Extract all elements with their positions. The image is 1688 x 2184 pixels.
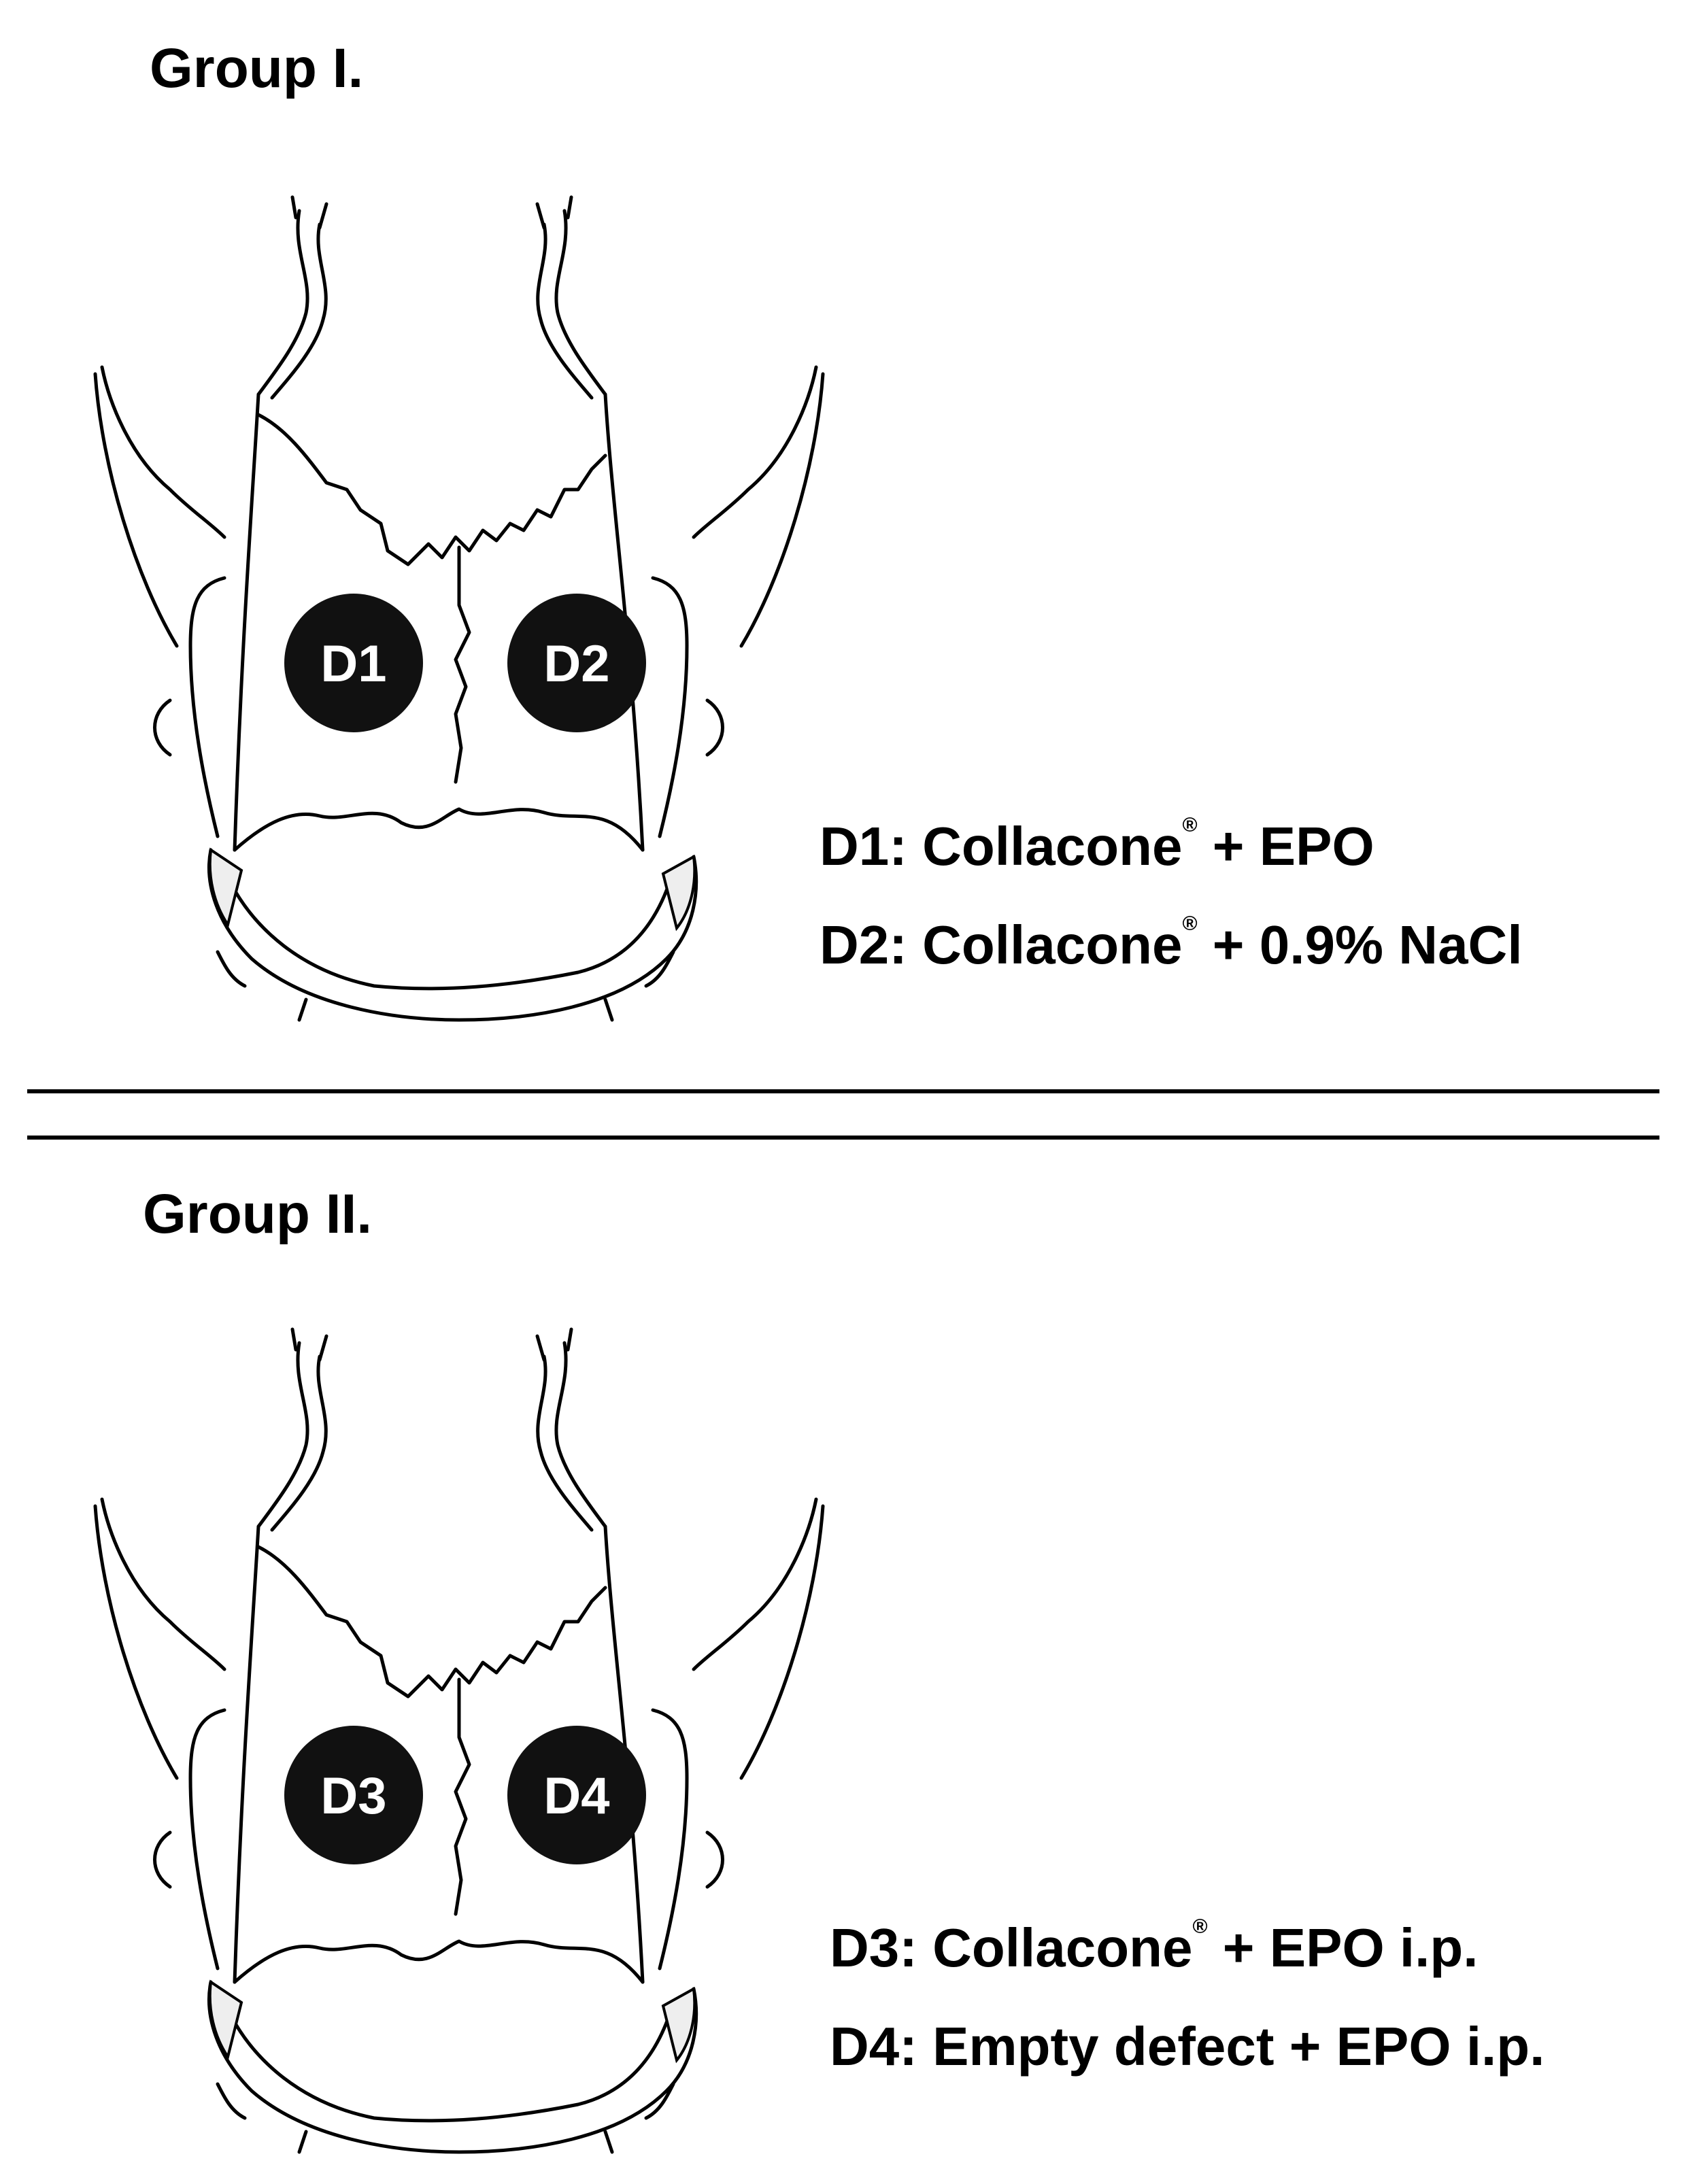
defect-markers: D3 D4	[284, 1726, 646, 1864]
legend-d1-label: D1: Collacone	[820, 816, 1183, 876]
group-1-title: Group I.	[150, 37, 364, 99]
registered-mark: ®	[1182, 814, 1198, 836]
defect-d3-label: D3	[320, 1767, 386, 1825]
legend-d1-treatment: + EPO	[1197, 816, 1374, 876]
legend-d2-label: D2: Collacone	[820, 915, 1183, 975]
defect-d1-label: D1	[320, 635, 386, 693]
legend-d2-treatment: + 0.9% NaCl	[1197, 915, 1523, 975]
defect-d3-circle	[284, 1726, 423, 1864]
legend-d2: D2: Collacone® + 0.9% NaCl	[820, 914, 1523, 975]
legend-d1: D1: Collacone® + EPO	[820, 815, 1374, 876]
defect-d4-label: D4	[543, 1767, 609, 1825]
legend-d4: D4: Empty defect + EPO i.p.	[830, 2019, 1544, 2074]
defect-markers: D1 D2	[284, 594, 646, 732]
skull-outline	[93, 1327, 825, 2154]
skull-diagram-group-2: D3 D4	[93, 1327, 825, 2154]
defect-d2-label: D2	[543, 635, 609, 693]
bone-shading	[208, 1979, 696, 2064]
defect-d1-circle	[284, 594, 423, 732]
legend-d4-treatment: + EPO i.p.	[1274, 2016, 1545, 2077]
bone-shading	[208, 847, 696, 932]
legend-d3-label: D3: Collacone	[830, 1917, 1193, 1978]
skull-diagram-group-1: D1 D2	[93, 195, 825, 1022]
divider-line-top	[27, 1089, 1659, 1093]
registered-mark: ®	[1192, 1915, 1208, 1938]
defect-d4-circle	[507, 1726, 646, 1864]
defect-d2-circle	[507, 594, 646, 732]
legend-d3: D3: Collacone® + EPO i.p.	[830, 1917, 1478, 1975]
registered-mark: ®	[1182, 912, 1198, 935]
divider-line-bottom	[27, 1136, 1659, 1140]
legend-d4-label: D4: Empty defect	[830, 2016, 1275, 2077]
legend-d3-treatment: + EPO i.p.	[1207, 1917, 1479, 1978]
skull-outline	[93, 195, 825, 1022]
group-2-title: Group II.	[143, 1183, 373, 1245]
